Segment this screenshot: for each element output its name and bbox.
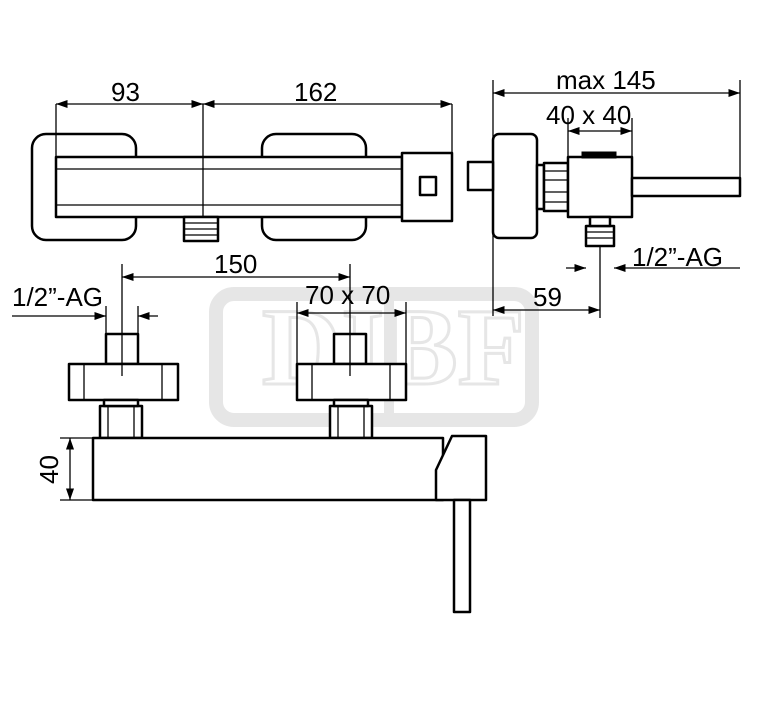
outlet-thread-side — [584, 224, 616, 248]
dim-150-label: 150 — [214, 249, 257, 279]
end-cap — [400, 151, 454, 223]
dim-59-label: 59 — [533, 282, 562, 312]
front-view — [67, 332, 488, 614]
lever-handle-front — [452, 498, 472, 614]
right-flange — [295, 362, 408, 402]
top-view — [30, 104, 454, 243]
left-flange — [67, 362, 180, 402]
left-nut — [98, 404, 144, 440]
dim-max145-label: max 145 — [556, 65, 656, 95]
inlet-pipe — [466, 160, 495, 192]
dim-93-label: 93 — [111, 77, 140, 107]
connecting-nut — [542, 161, 570, 213]
body-side — [566, 155, 634, 219]
dim-162-label: 162 — [294, 77, 337, 107]
dim-40-vertical-label: 40 — [34, 455, 64, 484]
side-view — [466, 132, 742, 248]
thread-left-label: 1/2”-AG — [12, 282, 103, 312]
wall-bracket — [491, 132, 539, 240]
thread-right-label: 1/2”-AG — [632, 242, 723, 272]
end-cap-square — [418, 175, 438, 197]
mixer-body-front — [91, 436, 445, 502]
dim-40x40-label: 40 x 40 — [546, 100, 631, 130]
lever-side — [630, 176, 742, 198]
dim-70x70-label: 70 x 70 — [305, 280, 390, 310]
lever-knob-front — [434, 434, 488, 502]
right-nut — [328, 404, 374, 440]
mixer-body-top — [54, 155, 404, 219]
